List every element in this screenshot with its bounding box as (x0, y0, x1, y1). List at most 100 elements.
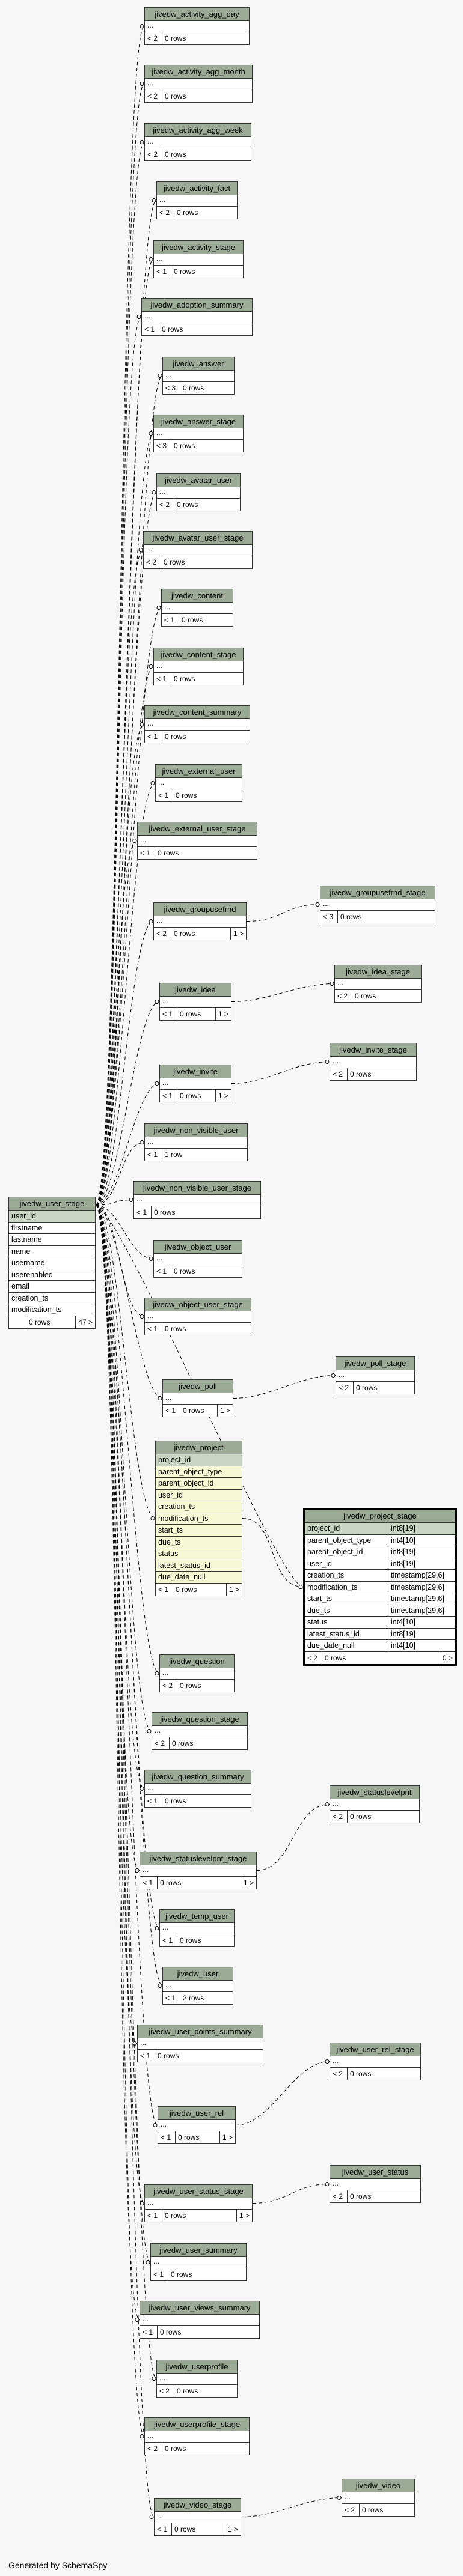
table-name: jivedw_idea (160, 983, 231, 997)
table-columns-collapsed: ... (154, 428, 243, 440)
column-name: lastname (9, 1234, 95, 1246)
relationship-end-marker (147, 1729, 152, 1733)
table-columns-collapsed: ... (154, 1254, 242, 1265)
table-columns-collapsed: ... (140, 1865, 256, 1877)
table-name: jivedw_idea_stage (335, 965, 421, 979)
parent-count: 1 > (215, 1008, 231, 1020)
parent-count: 0 > (439, 1651, 455, 1664)
child-count: < 1 (156, 267, 167, 276)
table-columns-collapsed: ... (156, 778, 242, 789)
table-columns-collapsed: ... (152, 1726, 247, 1737)
table-name: jivedw_avatar_user_stage (144, 532, 252, 545)
relationship-end-marker (331, 1373, 336, 1378)
column-type: int8[19] (391, 1559, 416, 1568)
relationship-end-marker (298, 1585, 303, 1589)
relationship-end-marker (140, 1787, 144, 1791)
table-name: jivedw_content_stage (154, 648, 243, 661)
relationship-line (95, 550, 144, 1206)
parent-count: 1 > (230, 928, 246, 940)
table-name: jivedw_poll_stage (336, 1357, 414, 1370)
child-count: < 2 (155, 1739, 165, 1748)
relationship-line (95, 724, 145, 1206)
row-count: 0 rows (162, 148, 251, 160)
table-columns-collapsed: ... (145, 719, 250, 731)
column-name: status (156, 1548, 242, 1560)
relationship-end-marker (149, 257, 153, 261)
child-count: < 1 (147, 1325, 158, 1333)
child-count: < 2 (147, 34, 158, 43)
child-count: < 2 (333, 1070, 343, 1078)
footer-credit: Generated by SchemaSpy (8, 2560, 108, 2570)
column-name: due_date_null (305, 1640, 388, 1651)
child-count: < 2 (339, 1384, 349, 1392)
relationship-end-marker (325, 1802, 330, 1806)
row-count: 0 rows (174, 207, 237, 219)
table-name: jivedw_user_rel (158, 2107, 235, 2120)
relationship-line (95, 840, 138, 1206)
table-name: jivedw_user_points_summary (138, 2025, 263, 2038)
child-count: < 2 (333, 2192, 343, 2201)
relationship-end-marker (325, 1060, 330, 1064)
table-name: jivedw_question_summary (145, 1770, 251, 1784)
table-columns-collapsed: ... (342, 2492, 414, 2504)
table-name: jivedw_external_user_stage (138, 822, 257, 836)
child-count: < 1 (153, 2270, 164, 2279)
column-type: timestamp[29,6] (391, 1582, 444, 1591)
